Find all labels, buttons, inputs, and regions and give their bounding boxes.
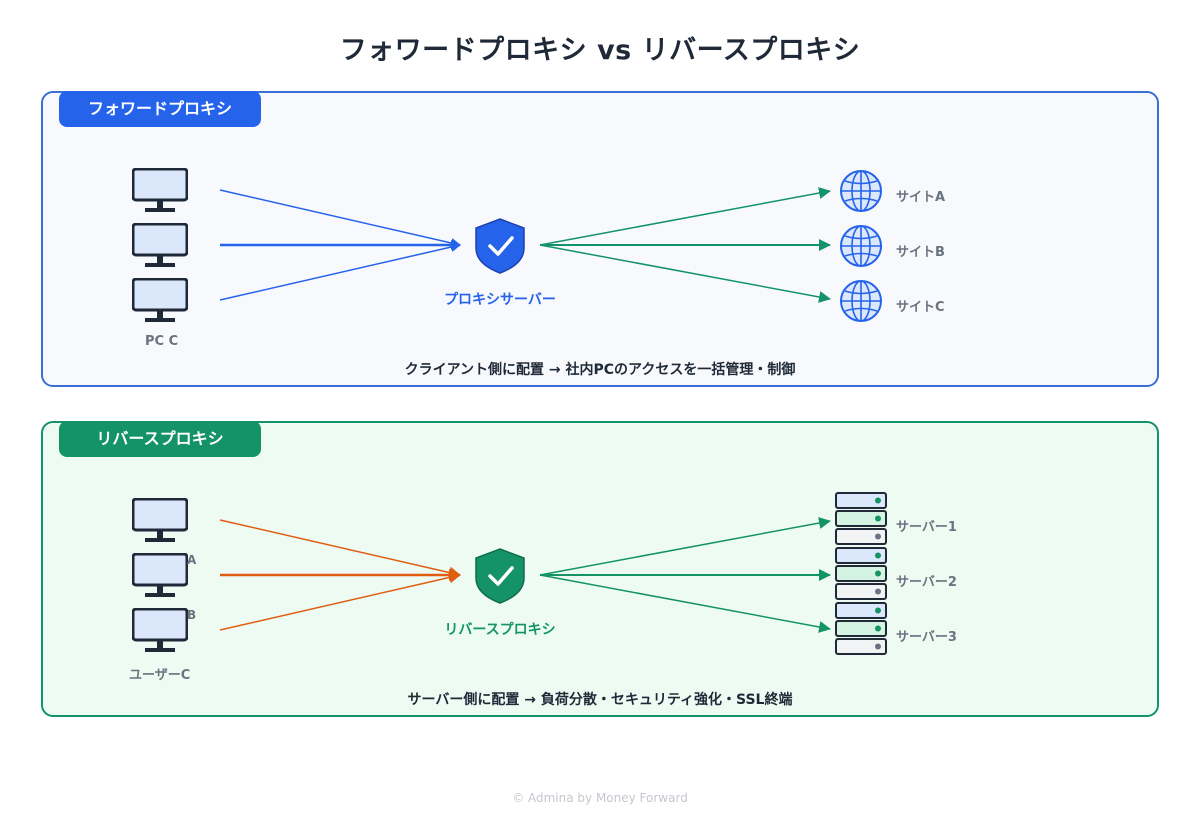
reverse-client-partial-label: B — [187, 608, 197, 622]
server-rack-icon — [835, 528, 887, 545]
reverse-target-label: サーバー2 — [896, 575, 957, 590]
server-rack-icon — [835, 492, 887, 509]
pc-icon — [132, 223, 188, 269]
server-rack-icon — [835, 547, 887, 564]
forward-target-label: サイトA — [896, 190, 946, 205]
forward-target-label: サイトB — [896, 245, 945, 260]
server-rack-icon — [835, 583, 887, 600]
forward-target-label: サイトC — [896, 300, 945, 315]
forward-proxy-tag: フォワードプロキシ — [59, 91, 261, 127]
reverse-clients — [132, 498, 188, 654]
reverse-proxy-shield-icon — [475, 548, 525, 604]
user-pc-icon — [132, 553, 188, 599]
reverse-incoming-arrows — [219, 519, 461, 631]
reverse-proxy-label: リバースプロキシ — [444, 622, 556, 638]
reverse-outgoing-arrows — [539, 517, 831, 633]
forward-clients-label: PC C — [145, 334, 179, 349]
footer-copyright: © Admina by Money Forward — [512, 791, 688, 805]
server-rack-icon — [835, 638, 887, 655]
forward-outgoing-arrows — [539, 187, 831, 303]
globe-icon — [840, 170, 882, 212]
forward-proxy-panel — [41, 91, 1159, 387]
server-rack-icon — [835, 565, 887, 582]
reverse-client-partial-label: A — [187, 553, 197, 567]
page-title: フォワードプロキシ vs リバースプロキシ — [339, 35, 861, 66]
forward-clients — [132, 168, 188, 324]
user-pc-icon — [132, 498, 188, 544]
reverse-target-label: サーバー1 — [896, 520, 957, 535]
reverse-proxy-panel — [41, 421, 1159, 717]
reverse-clients-label: ユーザーC — [129, 668, 191, 683]
server-rack-icon — [835, 620, 887, 637]
reverse-proxy-tag: リバースプロキシ — [59, 421, 261, 457]
pc-icon — [132, 168, 188, 214]
user-pc-icon — [132, 608, 188, 654]
forward-targets — [840, 170, 882, 322]
globe-icon — [840, 280, 882, 322]
forward-caption: クライアント側に配置 → 社内PCのアクセスを一括管理・制御 — [404, 362, 796, 378]
forward-proxy-label: プロキシサーバー — [444, 292, 556, 308]
reverse-targets — [835, 492, 887, 655]
forward-incoming-arrows — [219, 189, 461, 301]
reverse-caption: サーバー側に配置 → 負荷分散・セキュリティ強化・SSL終端 — [407, 692, 793, 708]
reverse-target-label: サーバー3 — [896, 630, 957, 645]
server-rack-icon — [835, 602, 887, 619]
globe-icon — [840, 225, 882, 267]
server-rack-icon — [835, 510, 887, 527]
pc-icon — [132, 278, 188, 324]
forward-proxy-shield-icon — [475, 218, 525, 274]
